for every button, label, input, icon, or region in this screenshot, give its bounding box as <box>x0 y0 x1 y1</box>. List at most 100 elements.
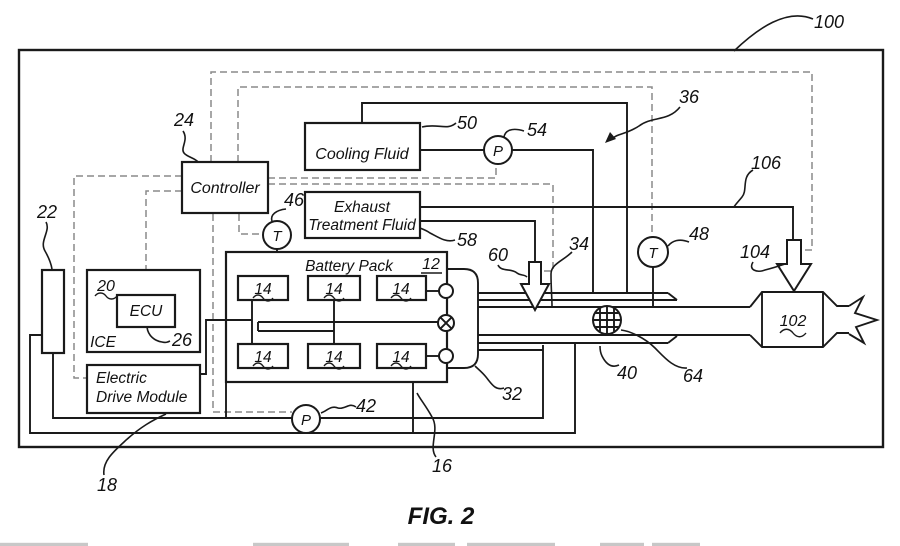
converter-outline-top <box>749 291 849 308</box>
ref-16: 16 <box>432 456 453 476</box>
artifact-segment <box>652 542 700 546</box>
cooling-fluid-box <box>303 121 422 172</box>
ref-64: 64 <box>683 366 703 386</box>
ref-48: 48 <box>689 224 709 244</box>
leader-32 <box>474 365 505 390</box>
ecu-label: ECU <box>130 303 164 320</box>
leader-22 <box>42 221 53 270</box>
ref-18: 18 <box>97 475 117 495</box>
battery-cell-14 <box>236 342 290 370</box>
dashed-line-controller-to-sensor-46 <box>238 214 262 235</box>
ref-20: 20 <box>96 278 115 295</box>
dashed-line-controller-to-injector-60 <box>268 183 554 272</box>
ref-100: 100 <box>814 12 844 32</box>
controller-label: Controller <box>190 180 260 197</box>
battery-cell-14 <box>236 274 290 302</box>
battery-terminal-top-circle <box>438 283 454 299</box>
artifact-segment <box>253 542 349 546</box>
converter-outline-bottom <box>749 332 849 348</box>
dashed-line-controller-to-edm <box>73 175 182 379</box>
artifact-segment <box>0 542 88 546</box>
cropped-text-artifact-strip <box>0 542 700 546</box>
figure-caption: FIG. 2 <box>408 503 475 530</box>
reference-leaders <box>42 15 814 476</box>
ref-14: 14 <box>392 281 410 298</box>
dashed-line-controller-to-ecu <box>145 190 182 294</box>
ref-14: 14 <box>325 281 343 298</box>
ref-58: 58 <box>457 230 477 250</box>
ref-14: 14 <box>325 349 343 366</box>
ref-14: 14 <box>254 281 272 298</box>
mixer-mesh-grid <box>593 306 621 334</box>
leader-60 <box>497 264 528 278</box>
leader-36 <box>611 106 681 140</box>
reference-numerals: 100 36 106 24 50 54 46 58 48 104 22 60 3… <box>36 12 844 495</box>
ref-102: 102 <box>780 313 807 330</box>
ice-label: ICE <box>90 334 117 351</box>
fluid-and-power-lines <box>29 102 794 434</box>
leader-34 <box>550 251 573 307</box>
tilde-14 <box>252 294 274 302</box>
tilde-14 <box>252 362 274 370</box>
jacket-end-cap-bottom <box>667 335 678 344</box>
leader-46 <box>270 208 287 222</box>
jacket-end-cap-top <box>667 292 678 301</box>
tilde-20 <box>94 292 118 300</box>
battery-cell-14 <box>306 274 362 302</box>
ecu-box <box>115 293 177 329</box>
tilde-14 <box>390 362 412 370</box>
control-lines-dashed <box>73 71 813 413</box>
leader-48 <box>667 239 690 247</box>
edm-label-line1: Electric <box>96 370 147 387</box>
leader-40 <box>599 345 620 367</box>
edm-label-line2: Drive Module <box>96 389 188 406</box>
ref-24: 24 <box>173 110 194 130</box>
ref-106: 106 <box>751 153 782 173</box>
component-labels: Controller Cooling Fluid Exhaust Treatme… <box>90 143 659 429</box>
treatment-fluid-line-to-60 <box>420 220 536 262</box>
leader-42 <box>320 404 357 414</box>
ref-40: 40 <box>617 363 637 383</box>
tilde-14 <box>323 362 345 370</box>
sensor-t-46-label: T <box>272 228 283 245</box>
leader-36-arrowhead <box>605 132 616 143</box>
tilde-102 <box>779 328 807 338</box>
sensors <box>262 135 669 434</box>
ref-50: 50 <box>457 113 477 133</box>
ref-12: 12 <box>422 256 440 273</box>
electric-drive-module-box <box>85 363 202 415</box>
dashed-line-controller-to-sensor-42 <box>212 214 292 413</box>
cooling-fluid-label: Cooling Fluid <box>315 146 409 163</box>
injector-arrow-60 <box>519 261 551 313</box>
ref-14: 14 <box>254 349 272 366</box>
ref-42: 42 <box>356 396 376 416</box>
ref-36: 36 <box>679 87 700 107</box>
leader-58 <box>419 227 456 242</box>
ref-26: 26 <box>171 330 193 350</box>
battery-terminals <box>437 283 455 364</box>
artifact-segment <box>600 542 644 546</box>
sensor-p-42-label: P <box>301 412 311 429</box>
coolant-loop-line-b <box>29 334 576 434</box>
edm-battery-power-line <box>200 319 252 375</box>
temperature-sensor-46-circle <box>262 220 292 250</box>
battery-internal-wiring <box>200 290 439 375</box>
ref-34: 34 <box>569 234 589 254</box>
ref-32: 32 <box>502 384 522 404</box>
ref-104: 104 <box>740 242 770 262</box>
artifact-segment <box>398 542 455 546</box>
leader-104 <box>750 261 786 272</box>
battery-terminal-bottom-circle <box>438 348 454 364</box>
component-22-box <box>40 268 66 355</box>
leader-100 <box>733 15 814 52</box>
conduit-bracket-32 <box>447 268 479 369</box>
exhaust-treatment-fluid-box <box>303 190 422 240</box>
dashed-line-controller-to-injector-104 <box>210 71 813 251</box>
etf-label-line1: Exhaust <box>334 199 391 216</box>
leader-106 <box>733 169 754 208</box>
sensor-p-54-label: P <box>493 143 503 160</box>
leader-24 <box>182 130 199 163</box>
battery-cell-14 <box>306 342 362 370</box>
